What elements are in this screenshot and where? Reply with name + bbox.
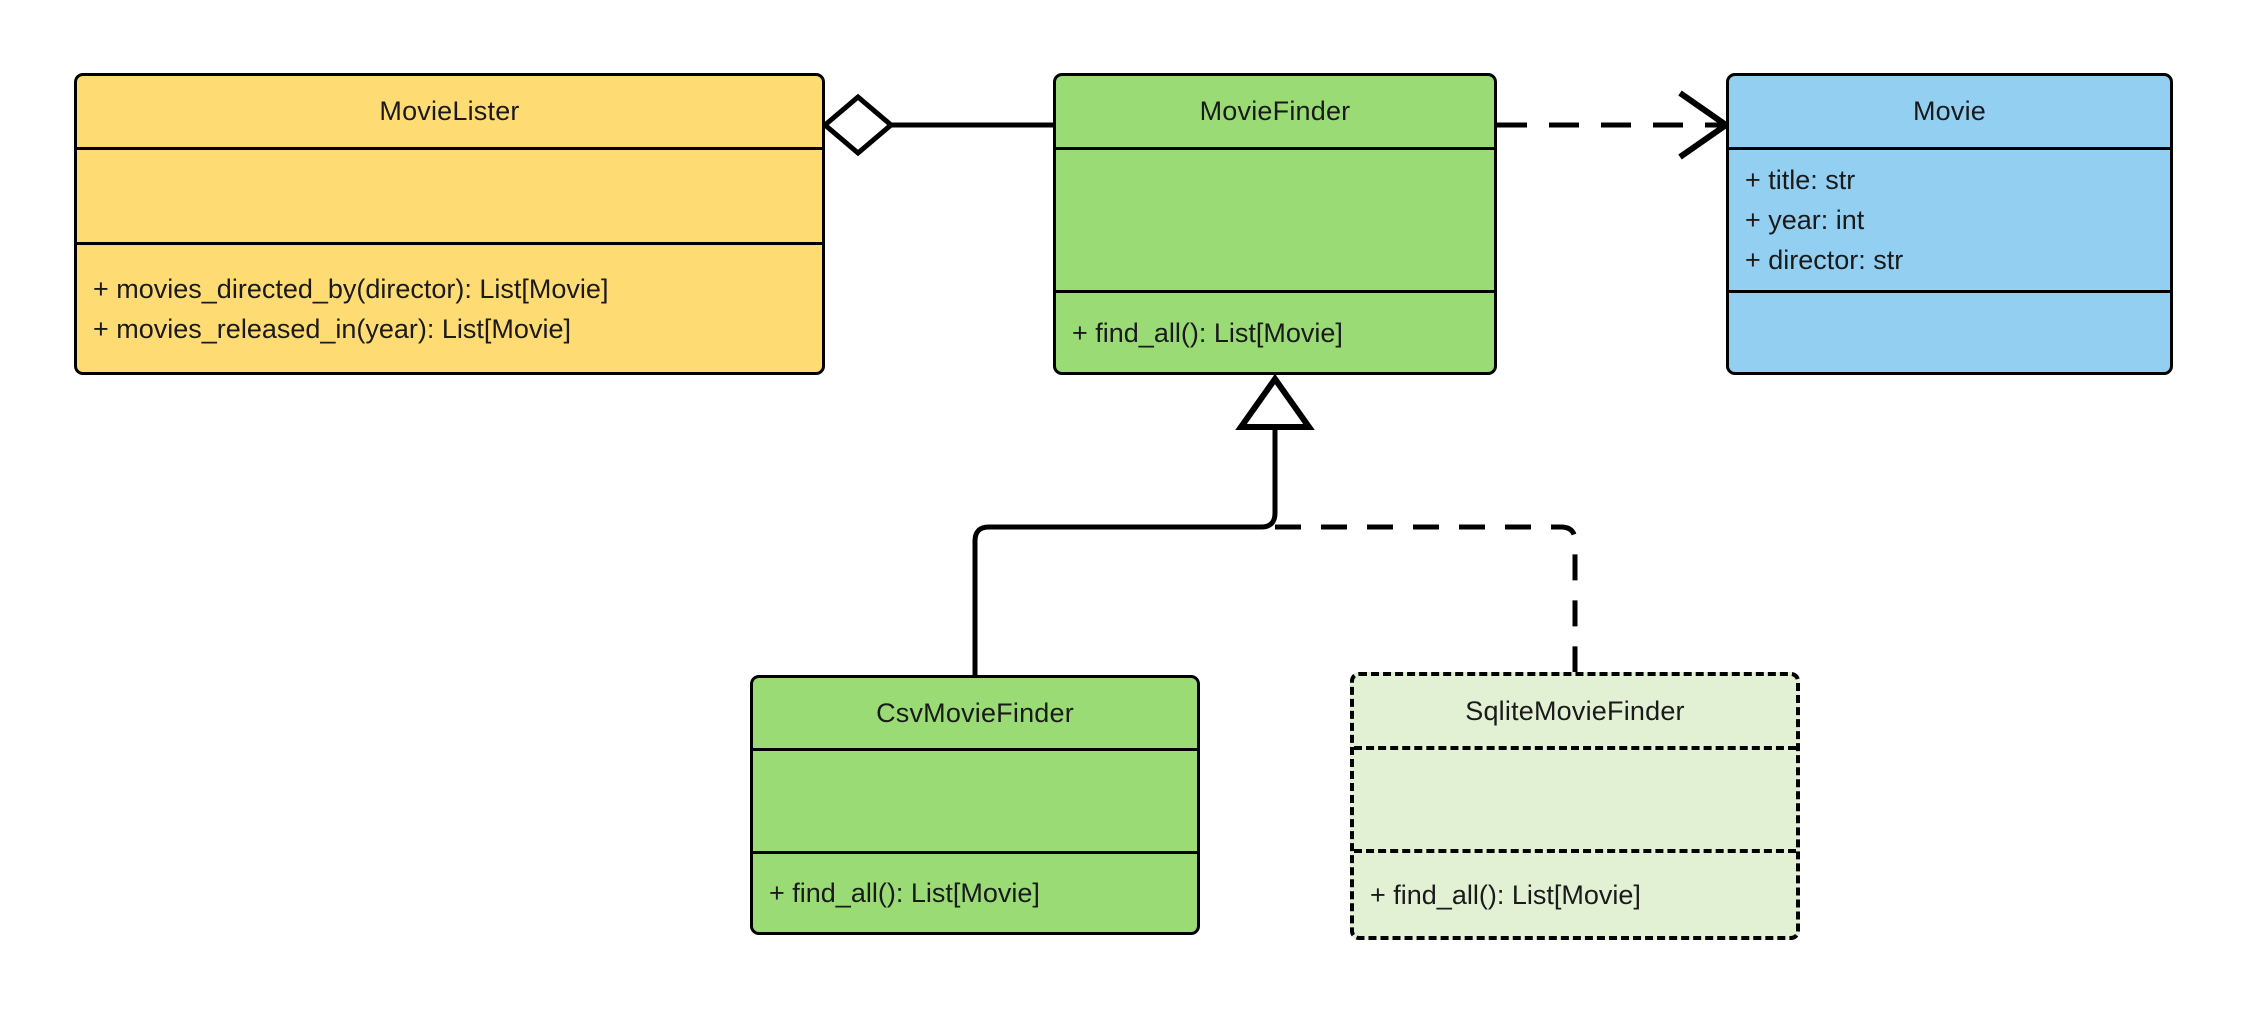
methods-compartment-csv-movie-finder: + find_all(): List[Movie]	[753, 851, 1197, 932]
method-item: + find_all(): List[Movie]	[769, 878, 1040, 908]
attributes-compartment-csv-movie-finder	[753, 748, 1197, 851]
class-title-text: MovieFinder	[1199, 96, 1351, 126]
attributes-compartment-sqlite-movie-finder	[1354, 746, 1796, 849]
attribute-item: + director: str	[1745, 245, 1904, 275]
edge-dependency-finder-movie	[1497, 90, 1732, 160]
methods-compartment-movie-lister: + movies_directed_by(director): List[Mov…	[77, 242, 822, 372]
method-item: + movies_released_in(year): List[Movie]	[93, 313, 571, 344]
class-name-movie: Movie	[1729, 76, 2170, 147]
class-title-text: Movie	[1912, 96, 1987, 126]
class-box-movie[interactable]: Movie + title: str + year: int + directo…	[1726, 73, 2173, 375]
method-item: + movies_directed_by(director): List[Mov…	[93, 273, 609, 304]
attributes-compartment-movie-lister	[77, 147, 822, 242]
generalization-dashed-elbow	[1275, 524, 1578, 672]
class-box-movie-finder[interactable]: MovieFinder + find_all(): List[Movie]	[1053, 73, 1497, 375]
class-box-sqlite-movie-finder[interactable]: SqliteMovieFinder + find_all(): List[Mov…	[1350, 672, 1800, 940]
attribute-item: + title: str	[1745, 165, 1856, 195]
methods-compartment-movie-finder: + find_all(): List[Movie]	[1056, 290, 1494, 372]
class-box-movie-lister[interactable]: MovieLister + movies_directed_by(directo…	[74, 73, 825, 375]
class-title-text: CsvMovieFinder	[876, 697, 1074, 728]
edge-generalization-sqlite-finder	[1275, 524, 1578, 672]
class-name-csv-movie-finder: CsvMovieFinder	[753, 678, 1197, 748]
attribute-item: + year: int	[1745, 205, 1865, 235]
methods-compartment-movie	[1729, 290, 2170, 372]
edge-generalization-csv-finder	[972, 373, 1315, 675]
class-box-csv-movie-finder[interactable]: CsvMovieFinder + find_all(): List[Movie]	[750, 675, 1200, 935]
generalization-solid-elbow	[972, 427, 1278, 675]
attributes-compartment-movie: + title: str + year: int + director: str	[1729, 147, 2170, 290]
open-arrow-icon	[1678, 90, 1732, 160]
methods-compartment-sqlite-movie-finder: + find_all(): List[Movie]	[1354, 849, 1796, 936]
class-name-movie-lister: MovieLister	[77, 76, 822, 147]
class-title-text: SqliteMovieFinder	[1465, 695, 1685, 726]
method-item: + find_all(): List[Movie]	[1072, 317, 1343, 348]
class-name-movie-finder: MovieFinder	[1056, 76, 1494, 147]
attributes-compartment-movie-finder	[1056, 147, 1494, 290]
hollow-triangle-icon	[1235, 373, 1315, 430]
class-title-text: MovieLister	[379, 96, 520, 126]
method-item: + find_all(): List[Movie]	[1370, 879, 1641, 910]
class-name-sqlite-movie-finder: SqliteMovieFinder	[1354, 676, 1796, 746]
hollow-diamond-icon	[821, 93, 895, 157]
edge-aggregation-lister-finder	[821, 93, 1053, 157]
